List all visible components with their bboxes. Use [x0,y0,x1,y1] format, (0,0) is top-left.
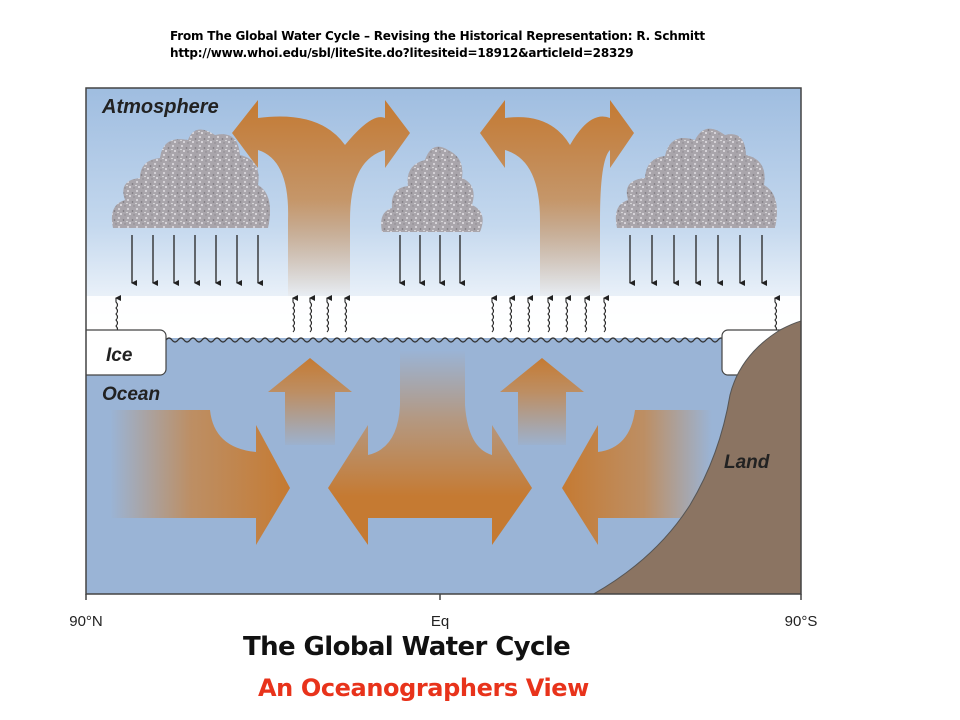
ocean-rising-arrow-right [500,358,584,445]
precipitation-arrows-center [399,235,465,286]
surface-band [86,296,801,338]
cloud-right [615,128,777,228]
evaporation-arrow [491,295,497,333]
evaporation-arrow [309,295,315,333]
land-mass [592,320,801,594]
evaporation-arrow [774,295,780,333]
page-title: The Global Water Cycle [243,632,571,662]
sea-surface-line [165,337,731,343]
axis-label-equator: Eq [431,613,449,630]
diagram-panel: Atmosphere Ice Ocean Land [86,88,801,594]
diagram-border [85,87,802,595]
evaporation-arrows [115,295,780,333]
ice-label: Ice [106,345,133,366]
evaporation-arrow [603,295,609,333]
rising-air-arrow-left [232,100,410,300]
source-credit: From The Global Water Cycle – Revising t… [170,28,705,62]
evaporation-arrow [292,295,298,333]
credit-line-2: http://www.whoi.edu/sbl/liteSite.do?lite… [170,46,634,60]
evaporation-arrow [584,295,590,333]
precipitation-arrows-right [629,235,767,286]
precipitation-arrows-left [131,235,263,286]
evaporation-arrow [527,295,533,333]
evaporation-arrow [565,295,571,333]
evaporation-arrow [326,295,332,333]
land-label: Land [724,452,770,473]
atmosphere-label: Atmosphere [101,96,219,118]
axis-label-north: 90°N [69,613,103,630]
equatorial-ocean-flow-arrow [328,350,532,545]
axis-label-south: 90°S [785,613,818,630]
credit-line-1: From The Global Water Cycle – Revising t… [170,29,705,43]
evaporation-arrow [115,295,121,333]
ocean-label: Ocean [102,384,160,405]
ocean-flow-arrow-southeast [562,410,712,545]
cloud-center [381,146,483,232]
evaporation-arrow [547,295,553,333]
evaporation-arrow [344,295,350,333]
evaporation-arrow [509,295,515,333]
rising-air-arrow-right [480,100,634,300]
ocean-rising-arrow-left [268,358,352,445]
cloud-left [111,129,271,228]
page-subtitle: An Oceanographers View [258,674,589,702]
ocean-flow-arrow-northwest [110,410,290,545]
ice-block-north [86,329,167,376]
